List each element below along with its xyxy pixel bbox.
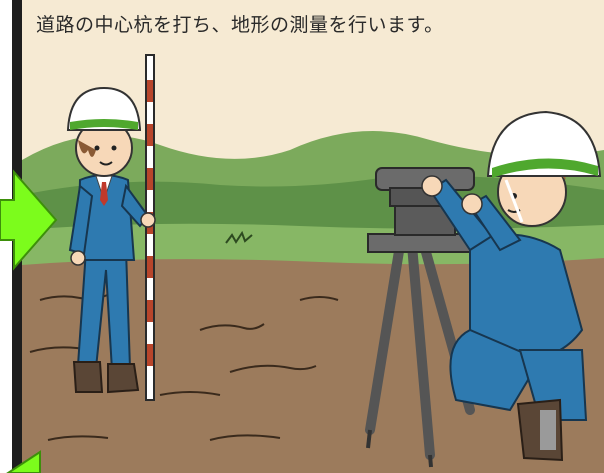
caption-text: 道路の中心杭を打ち、地形の測量を行います。	[36, 14, 444, 36]
surveyor-with-level	[365, 110, 602, 468]
next-arrow-icon[interactable]	[0, 169, 58, 271]
surveyor-with-pole	[66, 54, 156, 401]
ground	[22, 258, 604, 473]
prev-arrow-icon[interactable]	[6, 450, 41, 473]
